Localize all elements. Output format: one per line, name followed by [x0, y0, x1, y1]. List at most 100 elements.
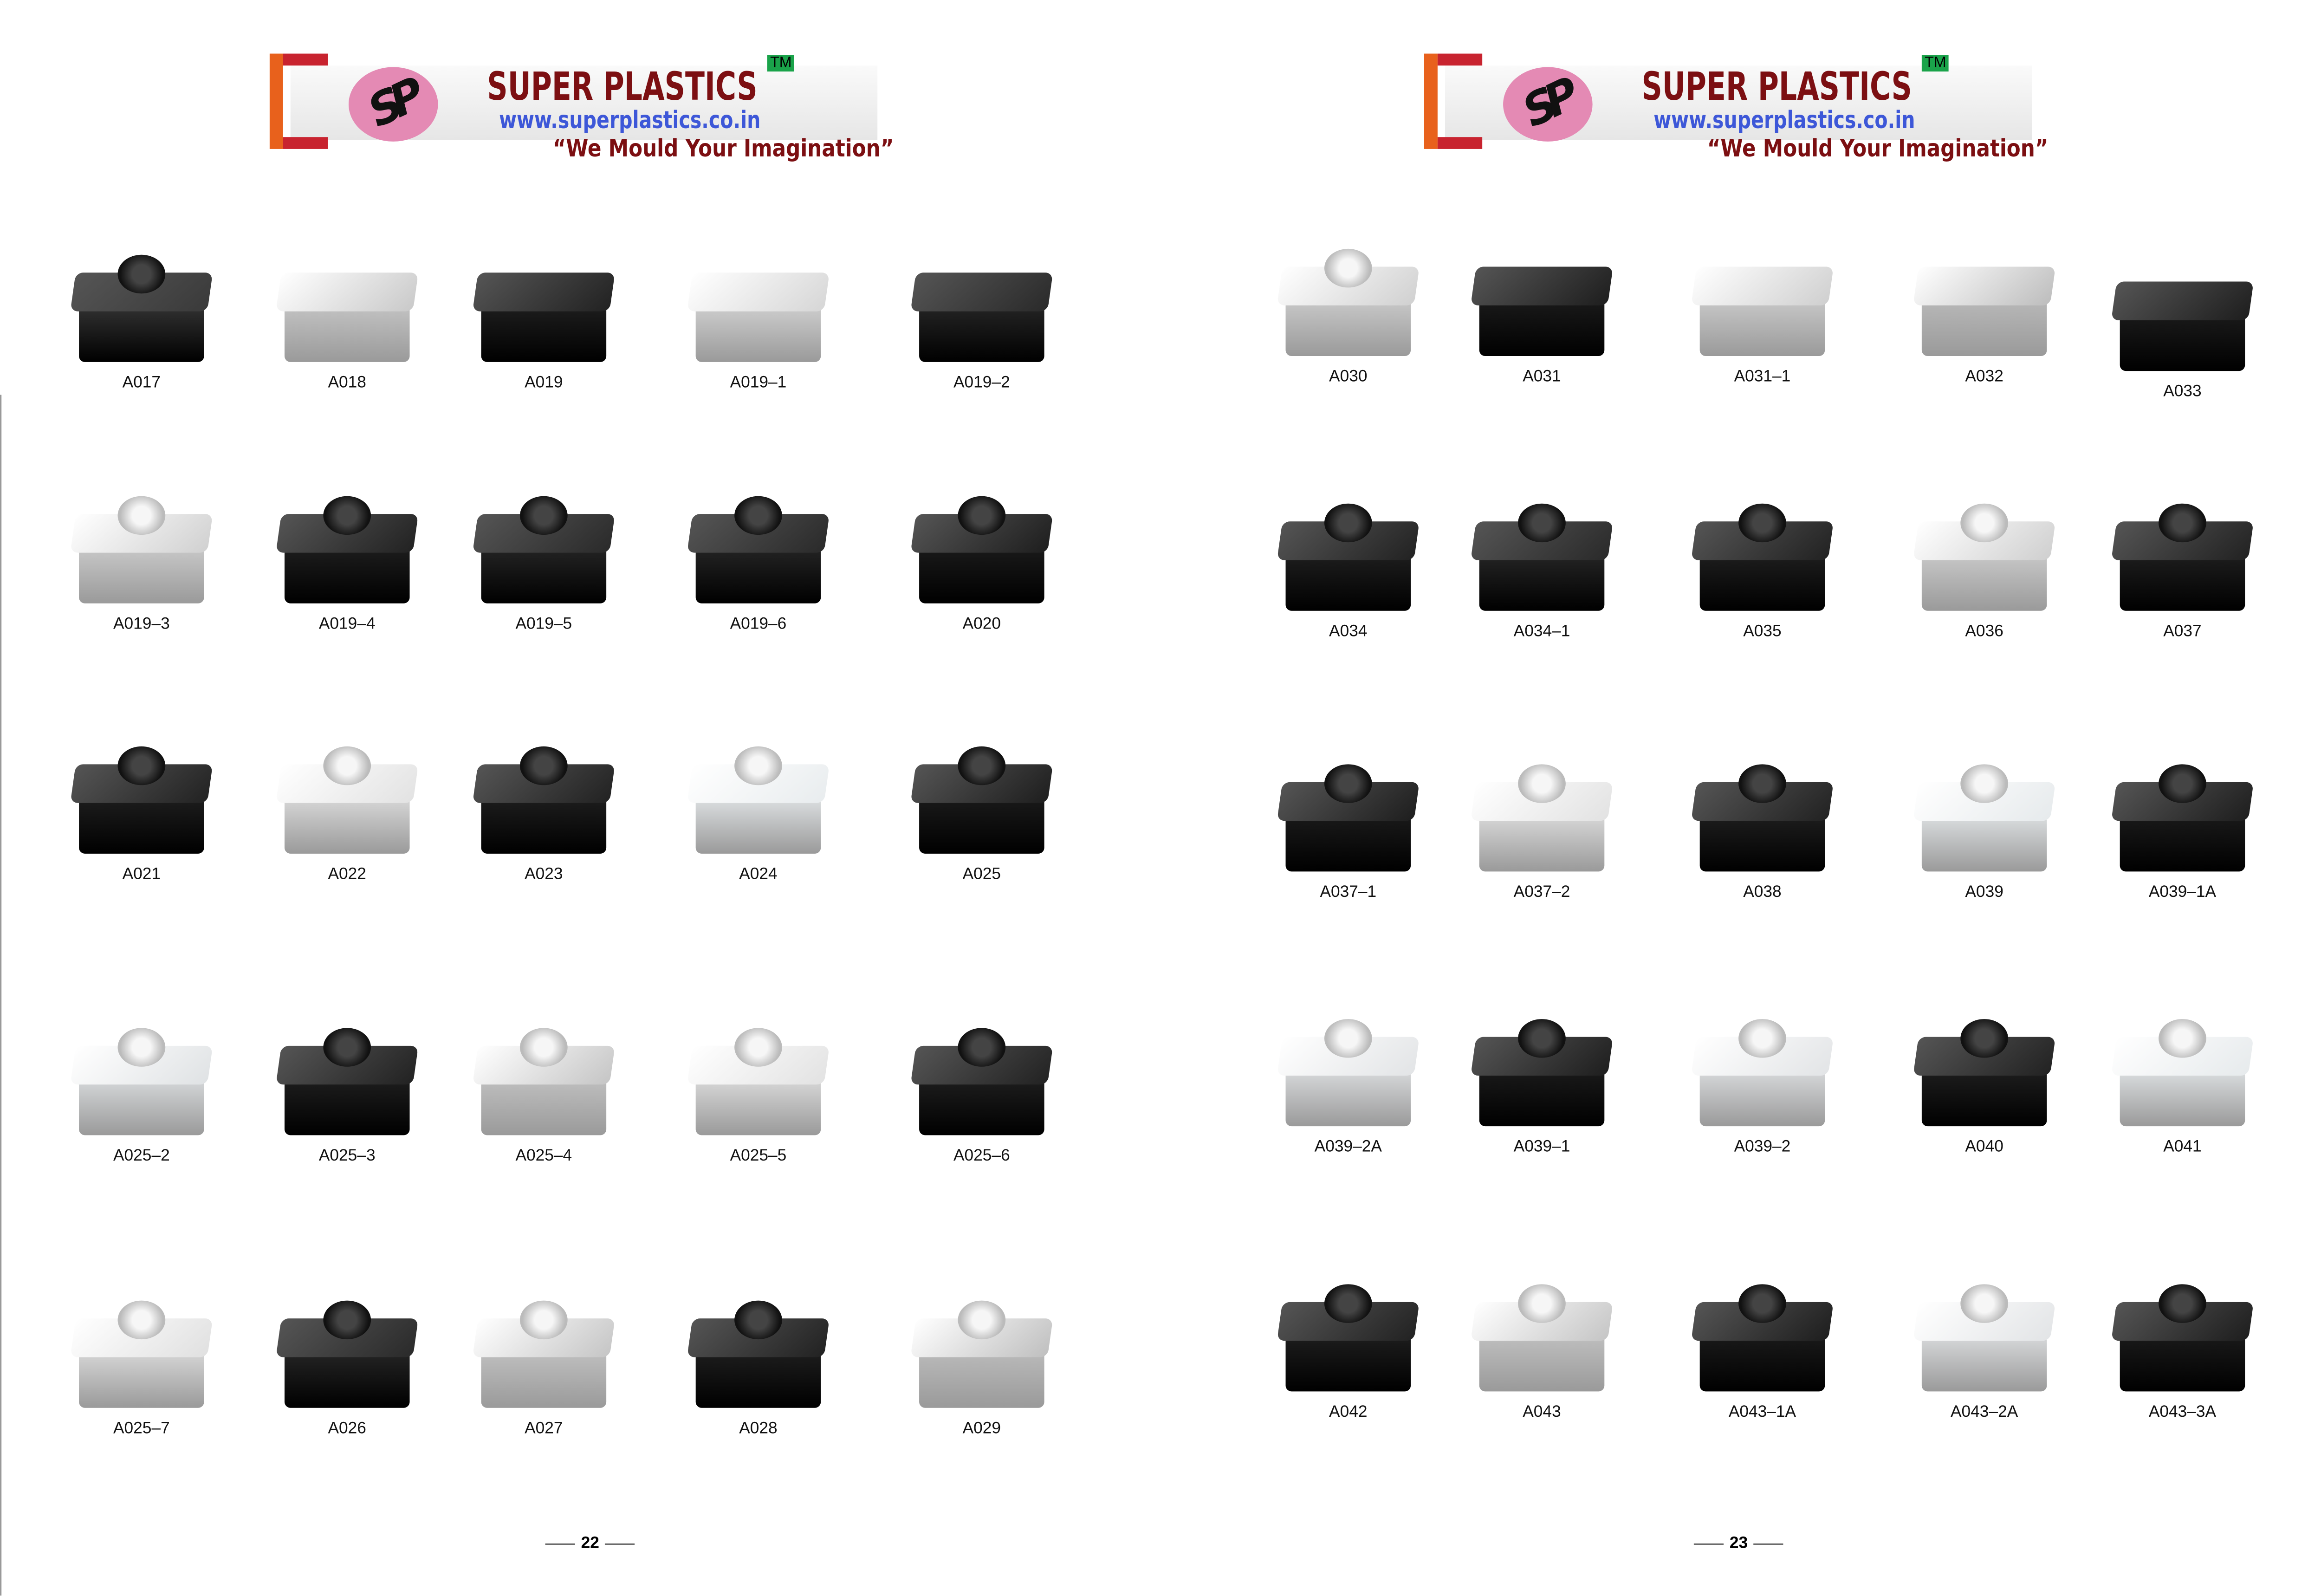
product-item: A022: [258, 740, 436, 883]
product-cap: [1913, 266, 2056, 305]
sp-monogram-icon: SP: [348, 67, 438, 142]
product-item: A019: [454, 249, 633, 392]
product-image: [1467, 243, 1616, 362]
adjuster-knob: [1738, 503, 1786, 543]
product-code: A034: [1329, 623, 1368, 641]
logo-bracket-top: [1437, 53, 1483, 66]
divider: [605, 1543, 635, 1544]
product-image: [684, 1295, 833, 1414]
product-item: A025–4: [454, 1022, 633, 1165]
product-item: A040: [1895, 1013, 2074, 1156]
adjuster-knob: [958, 1028, 1006, 1067]
product-image: [1274, 758, 1423, 877]
product-item: A035: [1673, 498, 1852, 641]
product-image: [1274, 243, 1423, 362]
product-cap: [1691, 266, 1834, 305]
product-image: [469, 490, 618, 610]
adjuster-knob: [1324, 1284, 1372, 1323]
product-image: [67, 1295, 216, 1414]
brand-logo-header: SP SUPER PLASTICS TM www.superplastics.c…: [269, 53, 894, 173]
product-code: A043–1A: [1728, 1403, 1796, 1421]
page-number-text: 23: [1729, 1534, 1748, 1552]
product-item: A028: [669, 1295, 848, 1438]
product-code: A024: [739, 865, 778, 884]
product-image: [272, 249, 421, 368]
logo-bracket-top: [283, 53, 328, 66]
product-code: A025–4: [515, 1147, 572, 1165]
product-code: A025–5: [730, 1147, 787, 1165]
product-code: A019–2: [953, 374, 1010, 392]
product-image: [469, 1295, 618, 1414]
product-code: A025–6: [953, 1147, 1010, 1165]
product-image: [907, 490, 1056, 610]
product-code: A019–1: [730, 374, 787, 392]
adjuster-knob: [117, 254, 166, 294]
product-image: [907, 1295, 1056, 1414]
product-code: A020: [962, 615, 1001, 633]
adjuster-knob: [323, 746, 371, 785]
product-item: A019–5: [454, 490, 633, 633]
product-code: A025: [962, 865, 1001, 884]
product-code: A034–1: [1513, 623, 1570, 641]
product-item: A019–6: [669, 490, 848, 633]
product-item: A043: [1452, 1278, 1631, 1421]
product-code: A017: [122, 374, 161, 392]
product-code: A043–2A: [1950, 1403, 2018, 1421]
brand-logo-header: SP SUPER PLASTICS TM www.superplastics.c…: [1424, 53, 2049, 173]
product-code: A031–1: [1734, 368, 1791, 386]
page-number-text: 22: [581, 1534, 599, 1552]
product-image: [907, 740, 1056, 860]
logo-bracket: [1424, 53, 1438, 149]
product-code: A039–1: [1513, 1138, 1570, 1156]
adjuster-knob: [1324, 248, 1372, 288]
adjuster-knob: [958, 496, 1006, 535]
product-item: A042: [1259, 1278, 1438, 1421]
product-item: A034: [1259, 498, 1438, 641]
logo-bracket-bottom: [1437, 137, 1483, 149]
adjuster-knob: [1738, 1019, 1786, 1058]
adjuster-knob: [520, 746, 568, 785]
product-item: A025–6: [892, 1022, 1071, 1165]
product-image: [1688, 498, 1837, 617]
product-code: A032: [1965, 368, 2003, 386]
product-image: [1467, 758, 1616, 877]
product-item: A027: [454, 1295, 633, 1438]
product-code: A040: [1965, 1138, 2003, 1156]
product-item: A030: [1259, 243, 1438, 386]
adjuster-knob: [734, 1028, 782, 1067]
adjuster-knob: [734, 496, 782, 535]
product-image: [684, 1022, 833, 1142]
product-item: A036: [1895, 498, 2074, 641]
product-code: A043–3A: [2148, 1403, 2217, 1421]
product-image: [1274, 1013, 1423, 1132]
product-item: A017: [52, 249, 231, 392]
product-item: A041: [2093, 1013, 2272, 1156]
product-item: A026: [258, 1295, 436, 1438]
product-image: [67, 740, 216, 860]
product-image: [1467, 1278, 1616, 1397]
product-code: A027: [525, 1420, 563, 1438]
divider: [545, 1543, 575, 1544]
product-code: A028: [739, 1420, 778, 1438]
product-item: A025: [892, 740, 1071, 883]
adjuster-knob: [1960, 1019, 2009, 1058]
product-item: A033: [2093, 258, 2272, 401]
divider: [1693, 1543, 1724, 1544]
trademark-badge: TM: [767, 55, 795, 72]
page-edge-line: [0, 395, 2, 1596]
brand-tagline: “We Mould Your Imagination”: [552, 134, 894, 162]
product-image: [2108, 498, 2257, 617]
product-image: [272, 490, 421, 610]
product-item: A025–3: [258, 1022, 436, 1165]
product-image: [907, 249, 1056, 368]
product-image: [469, 1022, 618, 1142]
product-code: A025–2: [113, 1147, 170, 1165]
adjuster-knob: [117, 1028, 166, 1067]
product-image: [1274, 1278, 1423, 1397]
product-code: A025–3: [318, 1147, 376, 1165]
product-image: [469, 740, 618, 860]
adjuster-knob: [520, 1300, 568, 1340]
product-code: A043: [1523, 1403, 1561, 1421]
product-code: A039–2: [1734, 1138, 1791, 1156]
